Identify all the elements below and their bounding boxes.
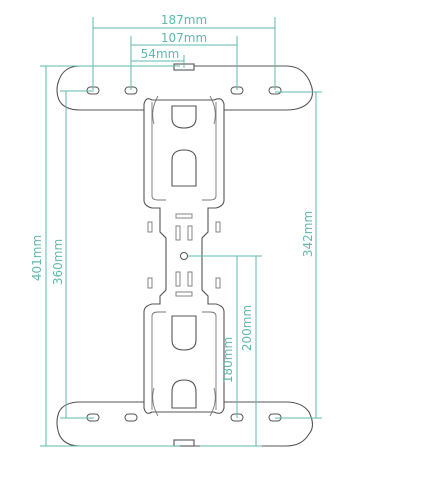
upper-hook-top — [171, 105, 197, 129]
spine-inner-left-bottom — [151, 311, 166, 410]
label-342: 342mm — [301, 211, 315, 257]
spine-arm-right-top — [209, 95, 216, 125]
label-200: 200mm — [240, 305, 254, 351]
side-slot-right-2 — [215, 277, 221, 289]
center-hole — [180, 252, 188, 260]
spine-arm-left-bottom — [152, 387, 159, 417]
label-180: 180mm — [221, 337, 235, 383]
hole-bottom-2 — [124, 413, 138, 422]
side-slot-left-1 — [147, 221, 153, 233]
spine-slot-1 — [175, 213, 193, 219]
bottom-tab — [173, 439, 195, 447]
label-187: 187mm — [161, 13, 207, 27]
spine-slot-5 — [187, 271, 193, 287]
spine-inner-right-bottom — [202, 311, 217, 410]
label-401: 401mm — [30, 235, 44, 281]
spine-slot-2 — [175, 225, 181, 241]
upper-hook-middle — [171, 149, 197, 187]
dimension-labels: 187mm 107mm 54mm 401mm 360mm 342mm 200mm… — [30, 13, 315, 383]
lower-hook-bottom — [171, 379, 197, 409]
spine-inner-left-top — [151, 102, 166, 201]
spine-slot-6 — [175, 291, 193, 297]
spine-arm-left-top — [152, 95, 159, 125]
label-54: 54mm — [141, 47, 180, 61]
side-slot-right-1 — [215, 221, 221, 233]
spine-slot-3 — [187, 225, 193, 241]
label-107: 107mm — [161, 31, 207, 45]
dimension-lines — [40, 17, 322, 447]
spine-arm-right-bottom — [209, 387, 216, 417]
bottom-crossbar — [56, 383, 314, 447]
spine-inner-right-top — [202, 102, 217, 201]
label-360: 360mm — [51, 239, 65, 285]
mounting-plate — [56, 63, 314, 447]
spine-slot-4 — [175, 271, 181, 287]
lower-hook-middle — [171, 315, 197, 351]
side-slot-left-2 — [147, 277, 153, 289]
